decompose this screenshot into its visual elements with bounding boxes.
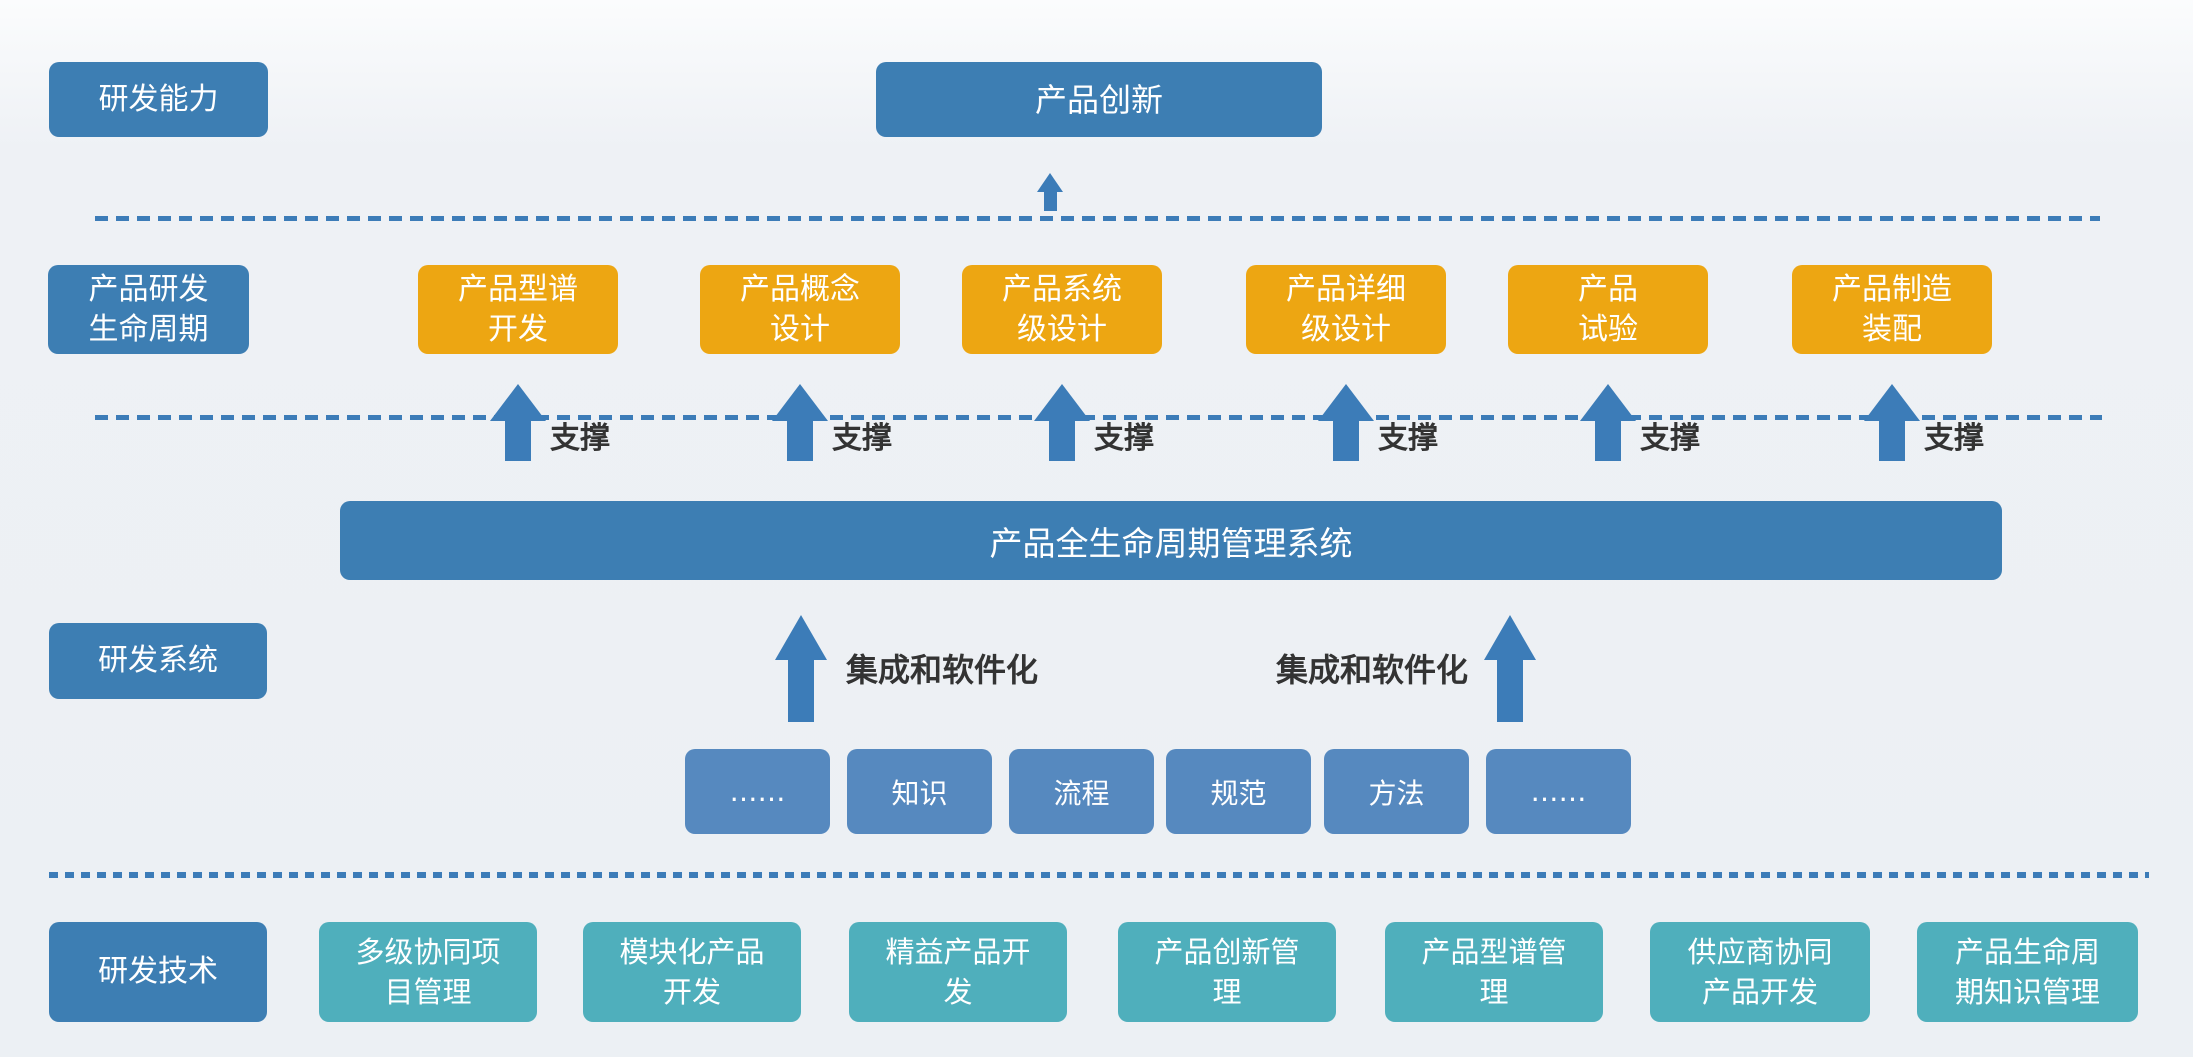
integration-label: 集成和软件化 bbox=[1276, 651, 1469, 689]
lifecycle-side-label: 产品研发 生命周期 bbox=[48, 265, 249, 354]
element-box-method: 方法 bbox=[1324, 749, 1469, 834]
stage-box-spectrum-development: 产品型谱 开发 bbox=[418, 265, 618, 354]
support-up-arrow-icon bbox=[1864, 384, 1920, 461]
innovation-up-arrow-icon bbox=[1037, 173, 1063, 211]
element-box-process: 流程 bbox=[1009, 749, 1154, 834]
support-up-arrow-icon bbox=[1318, 384, 1374, 461]
stage-box-concept-design: 产品概念 设计 bbox=[700, 265, 900, 354]
product-innovation-box: 产品创新 bbox=[876, 62, 1322, 137]
support-label: 支撑 bbox=[1924, 421, 1984, 456]
technology-divider-line bbox=[49, 872, 2149, 878]
tech-box-supplier-collab-dev: 供应商协同 产品开发 bbox=[1650, 922, 1870, 1022]
support-label: 支撑 bbox=[832, 421, 892, 456]
stage-box-manufacture-assembly: 产品制造 装配 bbox=[1792, 265, 1992, 354]
system-side-label: 研发系统 bbox=[49, 623, 267, 699]
tech-box-multilevel-project-mgmt: 多级协同项 目管理 bbox=[319, 922, 537, 1022]
lifecycle-divider-line bbox=[95, 415, 2102, 420]
tech-box-modular-product-dev: 模块化产品 开发 bbox=[583, 922, 801, 1022]
support-label: 支撑 bbox=[1094, 421, 1154, 456]
element-box-ellipsis-right: …… bbox=[1486, 749, 1631, 834]
support-label: 支撑 bbox=[1640, 421, 1700, 456]
element-box-ellipsis-left: …… bbox=[685, 749, 830, 834]
element-box-knowledge: 知识 bbox=[847, 749, 992, 834]
technology-side-label: 研发技术 bbox=[49, 922, 267, 1022]
support-label: 支撑 bbox=[550, 421, 610, 456]
support-up-arrow-icon bbox=[1034, 384, 1090, 461]
tech-box-spectrum-mgmt: 产品型谱管 理 bbox=[1385, 922, 1603, 1022]
stage-box-system-design: 产品系统 级设计 bbox=[962, 265, 1162, 354]
integration-label: 集成和软件化 bbox=[846, 651, 1039, 689]
support-up-arrow-icon bbox=[490, 384, 546, 461]
stage-box-test: 产品 试验 bbox=[1508, 265, 1708, 354]
plm-system-bar: 产品全生命周期管理系统 bbox=[340, 501, 2002, 580]
support-up-arrow-icon bbox=[772, 384, 828, 461]
tech-box-lean-product-dev: 精益产品开 发 bbox=[849, 922, 1067, 1022]
tech-box-innovation-mgmt: 产品创新管 理 bbox=[1118, 922, 1336, 1022]
element-box-standard: 规范 bbox=[1166, 749, 1311, 834]
integration-up-arrow-icon bbox=[1484, 615, 1536, 722]
support-label: 支撑 bbox=[1378, 421, 1438, 456]
capability-divider-line bbox=[95, 216, 2100, 221]
stage-box-detail-design: 产品详细 级设计 bbox=[1246, 265, 1446, 354]
integration-up-arrow-icon bbox=[775, 615, 827, 722]
support-up-arrow-icon bbox=[1580, 384, 1636, 461]
capability-side-label: 研发能力 bbox=[49, 62, 268, 137]
tech-box-lifecycle-knowledge-mgmt: 产品生命周 期知识管理 bbox=[1917, 922, 2138, 1022]
